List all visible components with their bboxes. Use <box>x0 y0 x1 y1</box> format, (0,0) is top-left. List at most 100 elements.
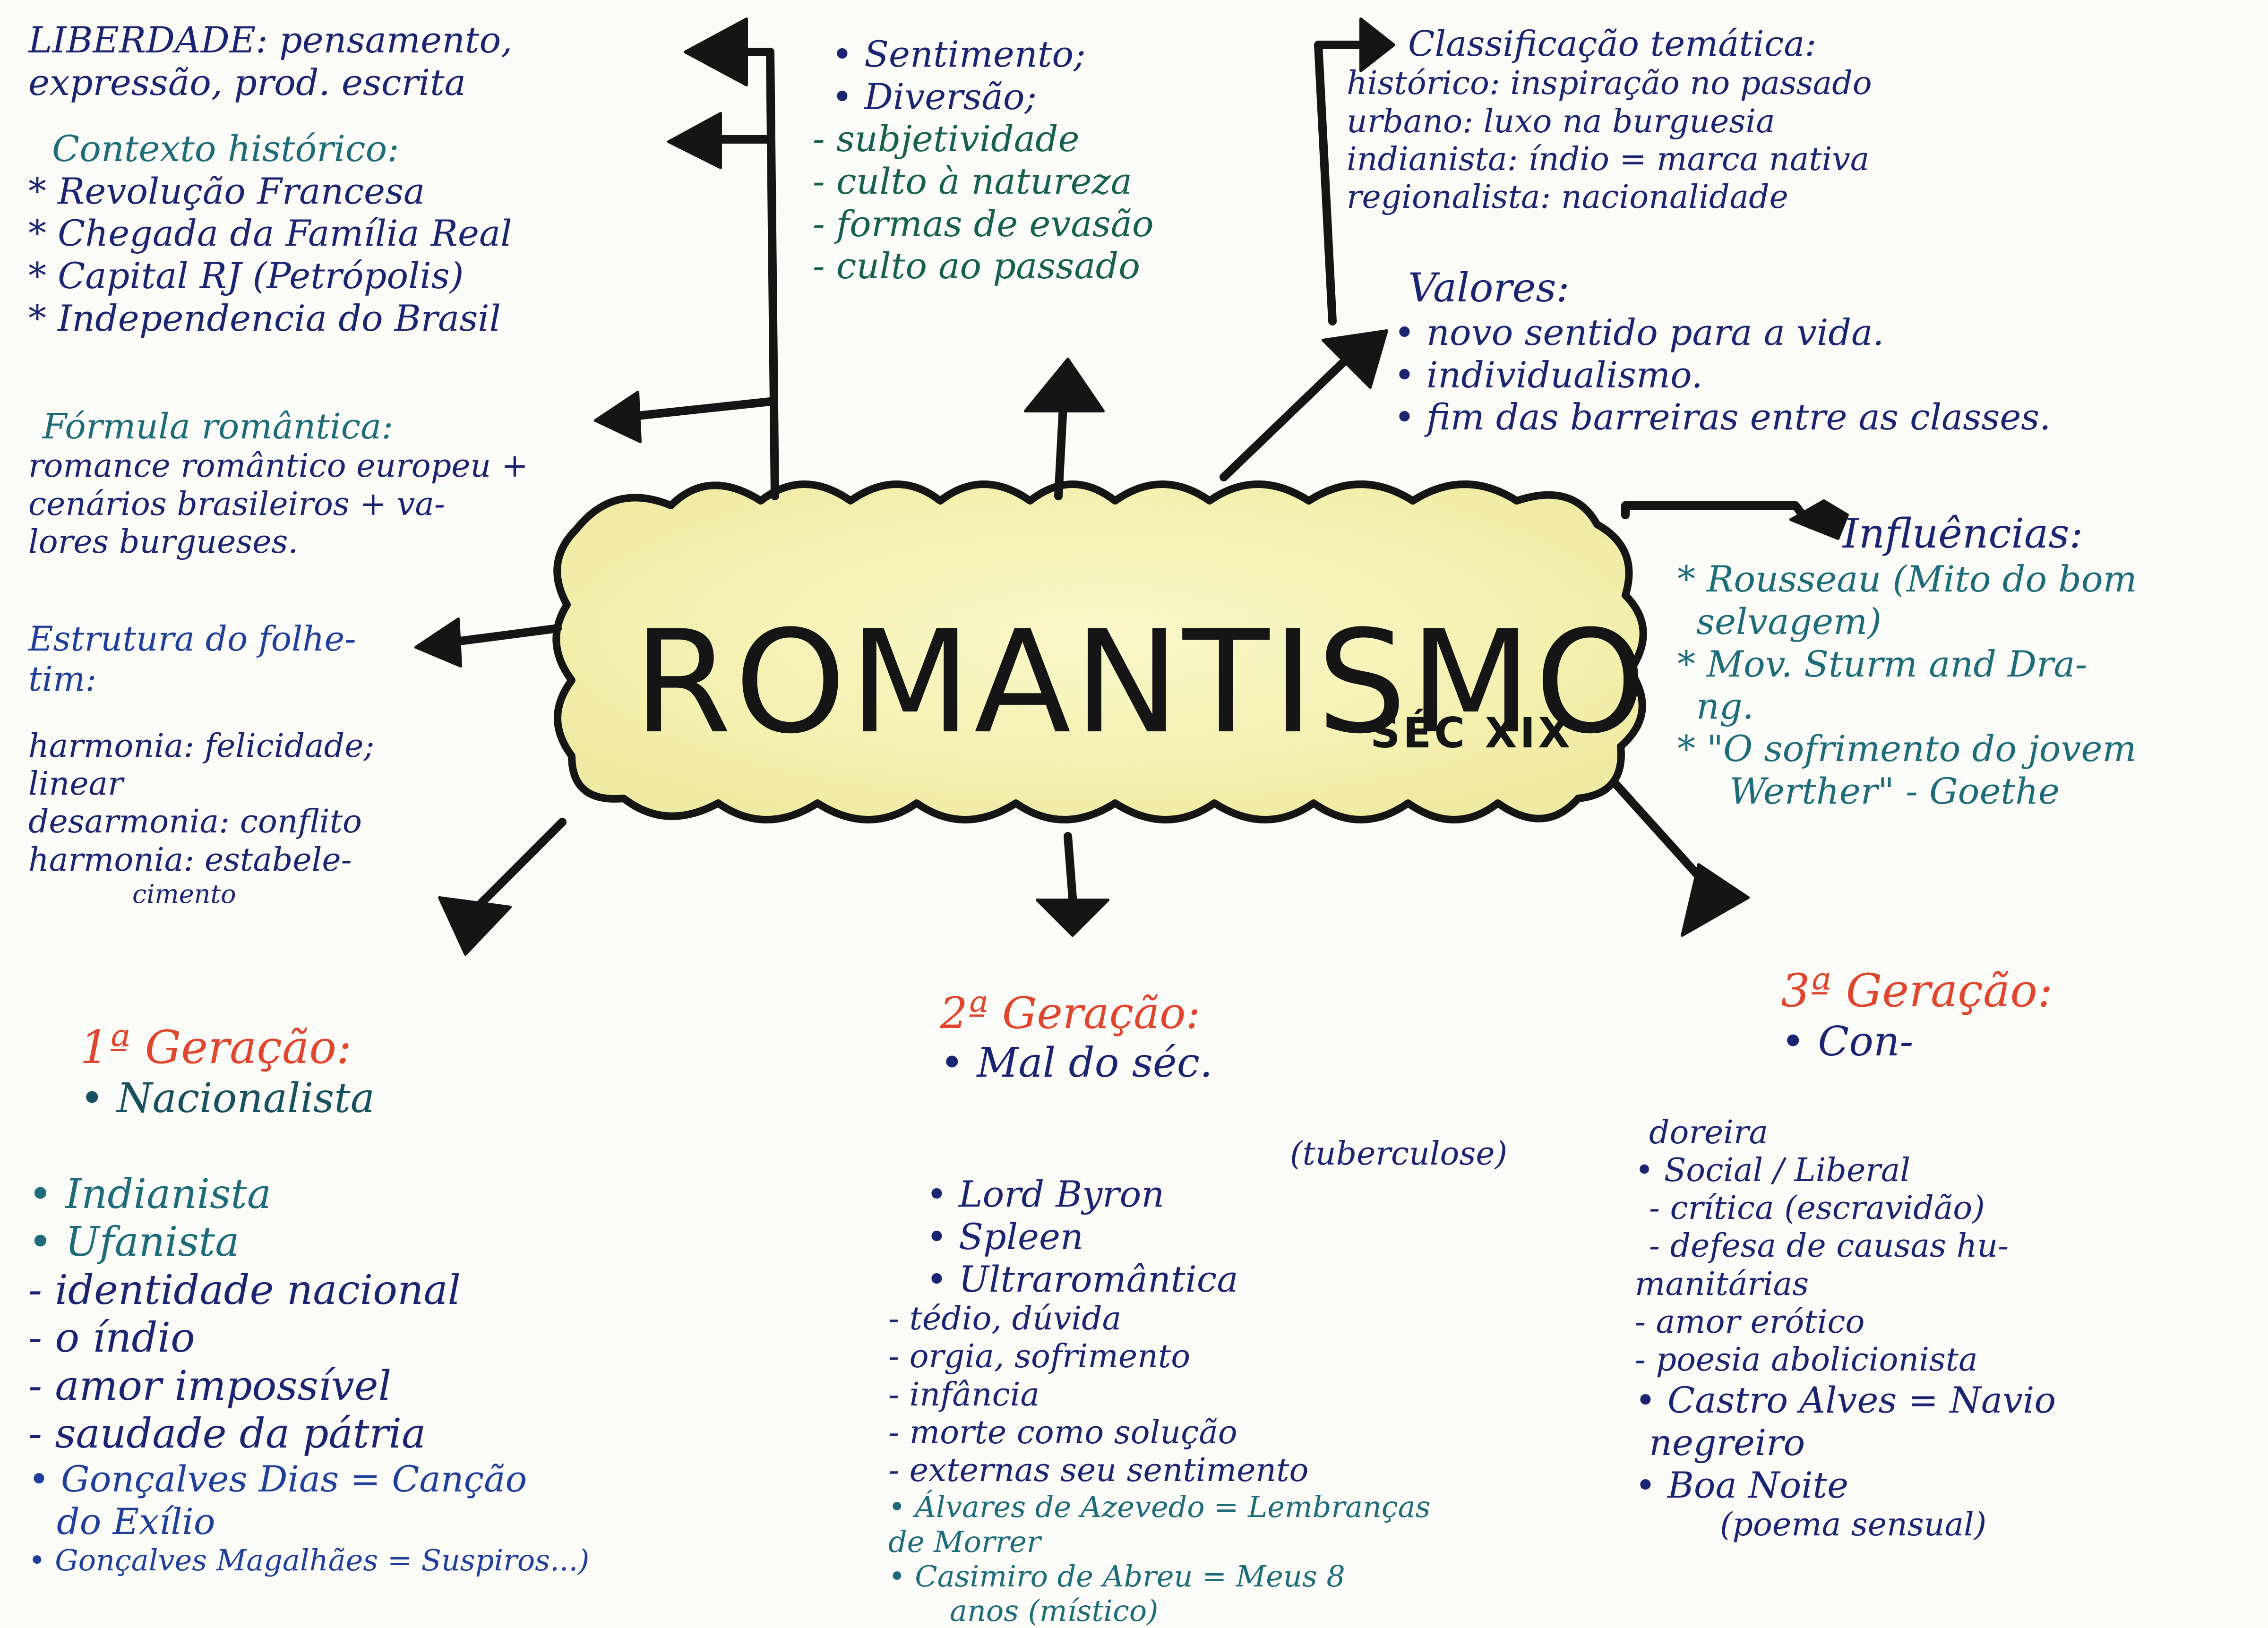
classificacao-line: regionalista: nacionalidade <box>1347 179 1788 216</box>
classificacao-block: Classificação temática: histórico: inspi… <box>1347 24 1872 216</box>
gen3-item: - crítica (escravidão) <box>1649 1190 1985 1227</box>
estrutura-heading: tim: <box>28 659 97 699</box>
gen3-item: • Social / Liberal <box>1635 1151 1910 1189</box>
influencias-line: * "O sofrimento do jovem <box>1677 728 2137 770</box>
gen2-item: - infância <box>888 1376 1040 1414</box>
arrowhead-classificacao <box>1359 17 1395 72</box>
arrowhead-valores <box>1322 329 1388 389</box>
arrowhead-formula <box>594 391 642 443</box>
top-center-item: - culto à natureza <box>813 160 1132 203</box>
gen2-work: • Casimiro de Abreu = Meus 8 <box>888 1559 1345 1594</box>
branch-valores <box>1220 355 1351 481</box>
estrutura-line: linear <box>28 765 123 803</box>
gen2-name: (tuberculose) <box>1290 1135 1508 1173</box>
classificacao-heading: Classificação temática: <box>1408 24 1817 64</box>
gen2-item: - externas seu sentimento <box>888 1452 1309 1490</box>
gen1-item: - o índio <box>28 1314 195 1362</box>
branch-gen3 <box>1612 780 1705 883</box>
estrutura-block: Estrutura do folhe- tim: harmonia: felic… <box>28 619 374 909</box>
arrowhead-contexto <box>667 112 722 169</box>
top-center-item: - formas de evasão <box>813 202 1154 245</box>
classificacao-line: histórico: inspiração no passado <box>1347 65 1872 103</box>
formula-heading: Fórmula romântica: <box>43 406 394 447</box>
influencias-heading: Influências: <box>1843 510 2083 557</box>
gen1-work: • Gonçalves Magalhães = Suspiros...) <box>28 1542 590 1577</box>
gen2-item: • Spleen <box>926 1215 1083 1258</box>
gen1-item: - saudade da pátria <box>28 1410 426 1458</box>
influencias-line: * Rousseau (Mito do bom <box>1677 558 2137 600</box>
top-center-bullet: • Sentimento; <box>832 33 1086 75</box>
arrowhead-top-center <box>1024 358 1105 412</box>
classificacao-line: urbano: luxo na burguesia <box>1347 103 1775 140</box>
branch-gen2 <box>1064 832 1077 902</box>
gen3-work: • Castro Alves = Navio <box>1635 1379 2056 1422</box>
gen2-work: de Morrer <box>888 1524 1041 1559</box>
arrowhead-gen3 <box>1681 863 1750 937</box>
classificacao-line: indianista: índio = marca nativa <box>1347 140 1870 178</box>
branch-estrutura <box>445 624 562 647</box>
top-center-item: - subjetividade <box>813 118 1080 160</box>
formula-block: Fórmula romântica: romance romântico eur… <box>28 406 528 561</box>
branch-left-trunk <box>742 48 779 500</box>
valores-heading: Valores: <box>1408 265 1570 311</box>
contexto-heading: Contexto histórico: <box>52 128 399 170</box>
top-center-block: • Sentimento; • Diversão; - subjetividad… <box>813 33 1154 287</box>
arrowhead-influencias <box>1789 499 1849 540</box>
gen1-item: - identidade nacional <box>28 1266 461 1314</box>
gen2-item: • Ultraromântica <box>926 1258 1238 1300</box>
gen1-item: - amor impossível <box>28 1362 392 1410</box>
estrutura-heading: Estrutura do folhe- <box>28 619 356 659</box>
gen2-label: 2ª Geração: <box>940 988 1201 1039</box>
contexto-item: * Chegada da Família Real <box>28 212 512 255</box>
gen1-work: • Gonçalves Dias = Canção <box>28 1458 527 1500</box>
branch-formula <box>634 397 774 420</box>
valores-item: • fim das barreiras entre as classes. <box>1394 396 2051 438</box>
contexto-item: * Capital RJ (Petrópolis) <box>28 255 464 297</box>
arrowhead-gen1 <box>438 896 512 956</box>
gen3-item: manitárias <box>1635 1265 1809 1303</box>
gen3-name: • Con- <box>1781 1018 1914 1065</box>
formula-line: lores burgueses. <box>28 523 298 561</box>
gen1-label: 1ª Geração: <box>80 1021 352 1074</box>
gen3-work: • Boa Noite <box>1635 1464 1849 1506</box>
gen2-work: • Álvares de Azevedo = Lembranças <box>888 1490 1431 1525</box>
contexto-block: Contexto histórico: * Revolução Francesa… <box>28 128 512 339</box>
estrutura-line: harmonia: estabele- <box>28 841 352 879</box>
gen1-name: • Nacionalista <box>80 1074 375 1122</box>
liberdade-line: expressão, prod. escrita <box>28 61 466 103</box>
branch-gen1 <box>468 818 567 916</box>
influencias-block: Influências: * Rousseau (Mito do bom sel… <box>1677 510 2137 813</box>
gen3-work: (poema sensual) <box>1720 1506 1987 1544</box>
center-title: ROMANTISMO <box>633 600 1649 765</box>
gen2-block: 2ª Geração: • Mal do séc. (tuberculose) … <box>888 940 1507 1628</box>
gen1-block: 1ª Geração: • Nacionalista • Indianista … <box>28 973 589 1577</box>
top-center-item: - culto ao passado <box>813 245 1141 287</box>
gen3-item: - amor erótico <box>1635 1303 1865 1341</box>
center-subtitle: SÉC XIX <box>1370 709 1573 757</box>
arrowhead-gen2 <box>1036 899 1109 937</box>
branch-classificacao <box>1314 41 1370 326</box>
valores-item: • individualismo. <box>1394 353 1703 396</box>
gen3-block: 3ª Geração: • Con- doreira • Social / Li… <box>1635 917 2056 1544</box>
gen1-item: • Indianista <box>28 1170 272 1218</box>
gen2-item: - morte como solução <box>888 1414 1237 1451</box>
liberdade-block: LIBERDADE: pensamento, expressão, prod. … <box>28 19 512 103</box>
formula-line: cenários brasileiros + va- <box>28 485 445 523</box>
gen3-item: - defesa de causas hu- <box>1649 1227 2009 1265</box>
influencias-line: ng. <box>1696 685 1754 728</box>
arrowhead-estrutura <box>414 617 462 668</box>
top-center-bullet: • Diversão; <box>832 75 1037 118</box>
formula-line: romance romântico europeu + <box>28 447 528 485</box>
gen3-name: doreira <box>1649 1114 1769 1151</box>
influencias-line: * Mov. Sturm and Dra- <box>1677 643 2088 685</box>
influencias-line: Werther" - Goethe <box>1729 770 2060 812</box>
branch-top-center <box>1054 402 1067 500</box>
estrutura-line: harmonia: felicidade; <box>28 727 375 765</box>
gen3-work: negreiro <box>1649 1421 1805 1464</box>
contexto-item: * Independencia do Brasil <box>28 297 501 339</box>
gen2-item: - tédio, dúvida <box>888 1300 1122 1338</box>
gen2-item: • Lord Byron <box>926 1173 1165 1216</box>
gen3-item: - poesia abolicionista <box>1635 1341 1978 1379</box>
contexto-item: * Revolução Francesa <box>28 170 425 212</box>
